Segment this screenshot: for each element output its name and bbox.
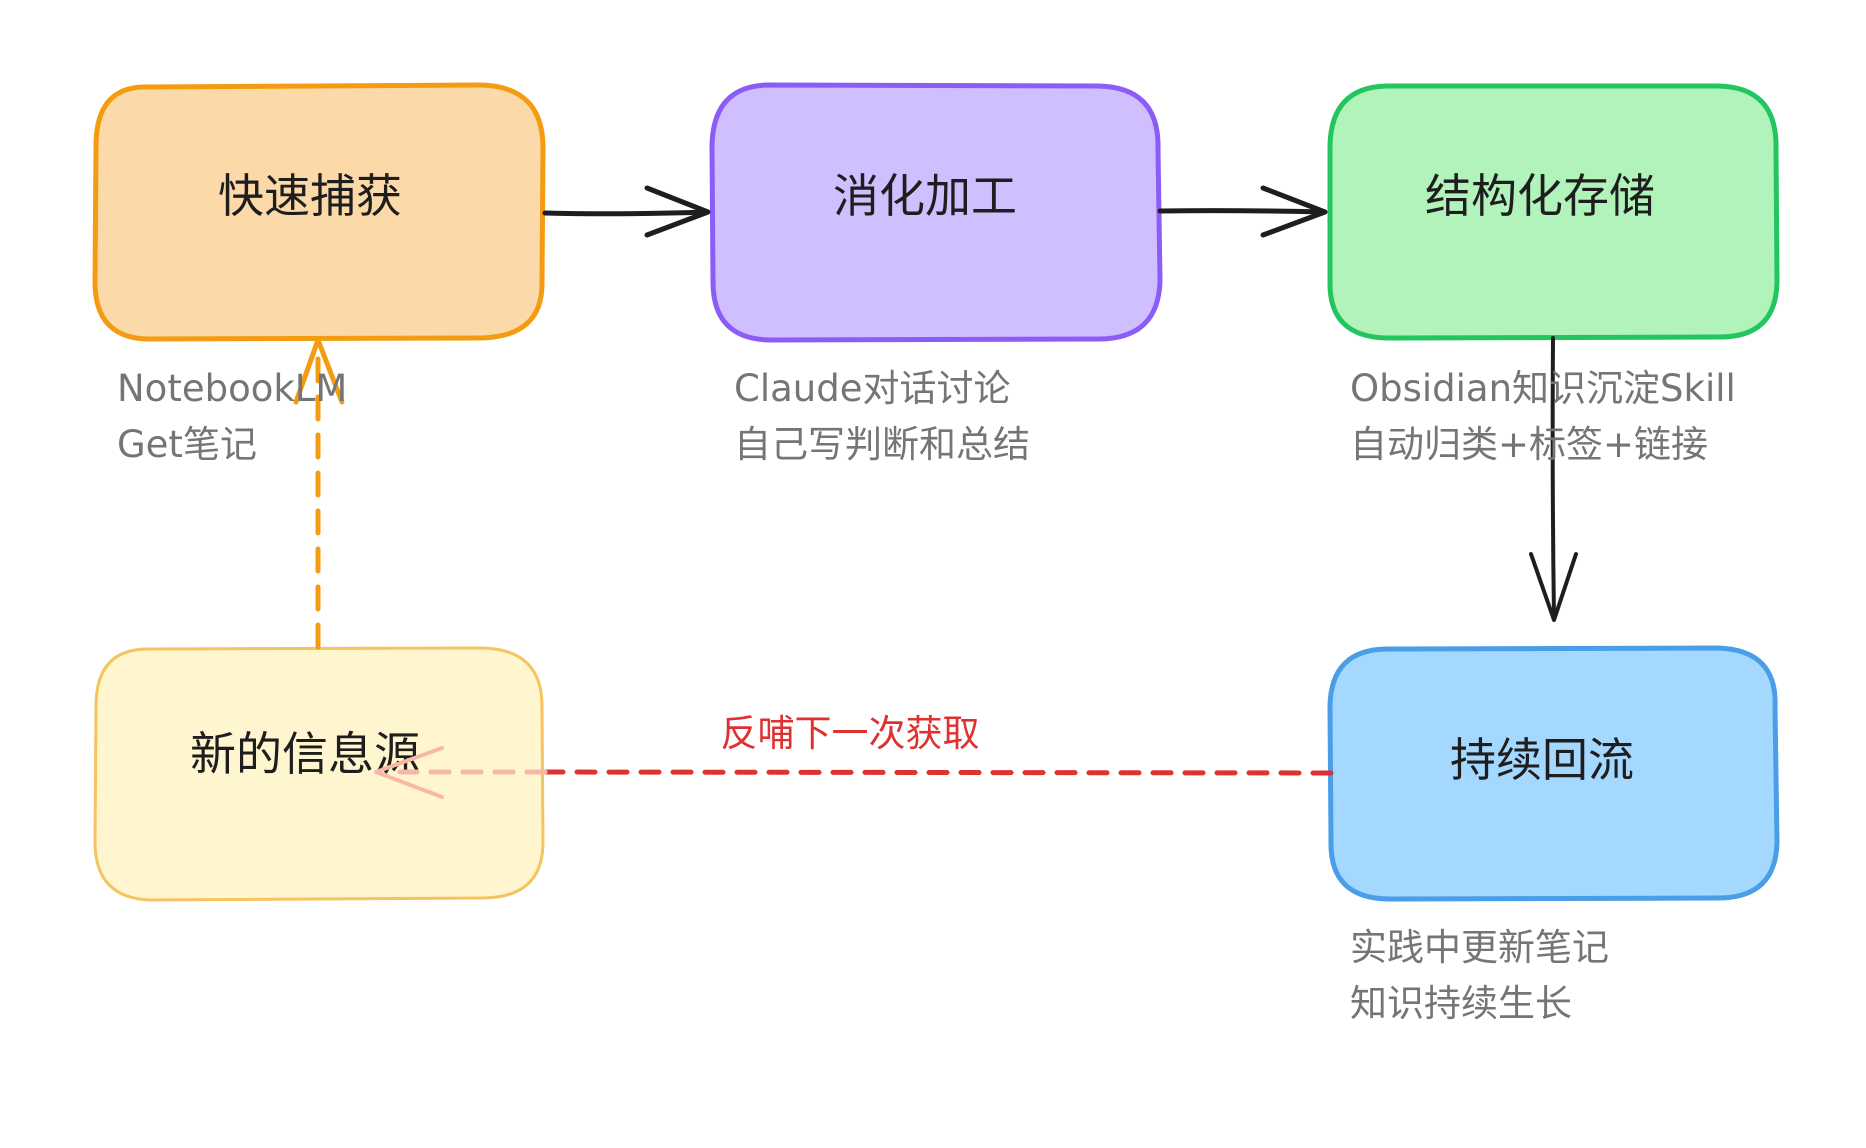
node-reflow-title: 持续回流 xyxy=(1450,733,1634,787)
node-digest-box xyxy=(709,82,1163,343)
node-source-box xyxy=(93,646,545,902)
node-digest-title: 消化加工 xyxy=(833,169,1017,223)
note-store-line-1: Obsidian知识沉淀Skill xyxy=(1350,367,1736,410)
arrow-source-to-capture xyxy=(293,337,345,650)
node-digest[interactable]: 消化加工 xyxy=(709,82,1163,343)
arrow-store-to-reflow xyxy=(1529,336,1578,622)
arrow-digest-to-store xyxy=(1157,185,1328,238)
node-store-title: 结构化存储 xyxy=(1425,169,1655,223)
node-reflow-box xyxy=(1327,645,1780,902)
note-store-line-2: 自动归类+标签+链接 xyxy=(1350,423,1708,466)
arrow-reflow-to-source xyxy=(374,746,1334,799)
note-store: Obsidian知识沉淀Skill 自动归类+标签+链接 xyxy=(1350,367,1736,466)
note-digest: Claude对话讨论 自己写判断和总结 xyxy=(734,367,1030,466)
node-store-box xyxy=(1327,83,1780,341)
note-digest-line-1: Claude对话讨论 xyxy=(734,367,1011,410)
feedback-arrowhead xyxy=(374,746,444,799)
note-reflow-line-2: 知识持续生长 xyxy=(1350,982,1572,1025)
node-reflow[interactable]: 持续回流 xyxy=(1327,645,1780,902)
feedback-dashed-line xyxy=(542,769,1334,776)
feedback-label: 反哺下一次获取 xyxy=(721,712,980,755)
node-source-title: 新的信息源 xyxy=(190,727,420,781)
note-reflow-line-1: 实践中更新笔记 xyxy=(1350,926,1609,969)
note-capture-line-2: Get笔记 xyxy=(117,423,257,466)
note-capture-line-1: NotebookLM xyxy=(117,367,347,410)
note-reflow: 实践中更新笔记 知识持续生长 xyxy=(1350,926,1609,1025)
note-capture: NotebookLM Get笔记 xyxy=(117,367,347,466)
node-capture[interactable]: 快速捕获 xyxy=(92,82,546,342)
node-store[interactable]: 结构化存储 xyxy=(1327,83,1780,341)
node-capture-title: 快速捕获 xyxy=(218,169,402,223)
node-capture-box xyxy=(92,82,546,342)
arrow-capture-to-digest xyxy=(542,185,711,238)
note-digest-line-2: 自己写判断和总结 xyxy=(734,423,1030,466)
